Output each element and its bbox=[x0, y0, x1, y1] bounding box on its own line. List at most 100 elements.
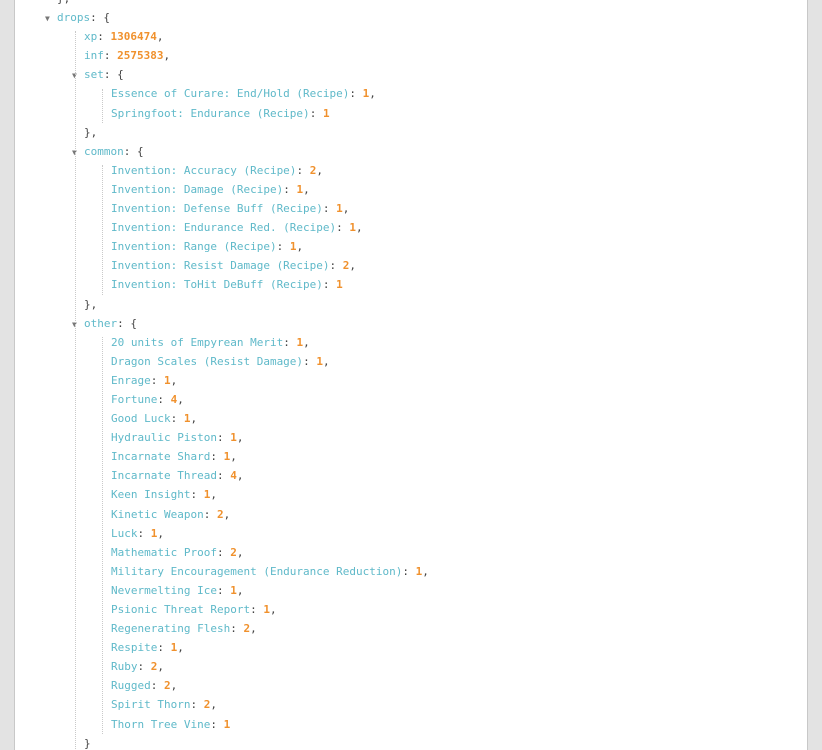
list-item: Mathematic Proof: 2, bbox=[15, 543, 429, 562]
indent-guide bbox=[102, 164, 103, 295]
list-item: Thorn Tree Vine: 1 bbox=[15, 715, 429, 734]
item-value: 1 bbox=[230, 583, 237, 597]
item-value: 2 bbox=[216, 507, 224, 521]
field-line: xp: 1306474, bbox=[15, 27, 429, 46]
item-key: Keen Insight bbox=[111, 488, 191, 502]
punctuation: : bbox=[216, 431, 231, 445]
punctuation: , bbox=[316, 163, 323, 177]
list-item: Invention: Accuracy (Recipe): 2, bbox=[15, 161, 429, 180]
list-item: 20 units of Empyrean Merit: 1, bbox=[15, 333, 429, 352]
item-value: 1 bbox=[415, 564, 423, 578]
indent-guide bbox=[75, 31, 76, 750]
punctuation: : bbox=[97, 30, 111, 44]
item-value: 4 bbox=[170, 392, 178, 406]
list-item: Keen Insight: 1, bbox=[15, 485, 429, 504]
punctuation: , bbox=[170, 679, 178, 693]
punctuation: : bbox=[230, 622, 244, 636]
list-item: Regenerating Flesh: 2, bbox=[15, 619, 429, 638]
item-key: Invention: ToHit DeBuff (Recipe) bbox=[111, 278, 323, 292]
item-key: Invention: Accuracy (Recipe) bbox=[111, 163, 297, 177]
closing-brace: }, bbox=[57, 0, 70, 5]
triangle-down-icon[interactable]: ▼ bbox=[45, 14, 50, 24]
item-key: Thorn Tree Vine bbox=[111, 717, 211, 731]
punctuation: , bbox=[269, 603, 277, 616]
punctuation: : bbox=[137, 660, 151, 674]
item-key: Nevermelting Ice bbox=[111, 583, 217, 597]
punctuation: : bbox=[157, 641, 171, 655]
item-value: 1 bbox=[170, 641, 178, 655]
item-value: 2 bbox=[243, 622, 251, 636]
punctuation: : bbox=[276, 240, 290, 254]
item-key: Fortune bbox=[111, 392, 158, 406]
triangle-down-icon[interactable]: ▼ bbox=[72, 319, 77, 329]
punctuation: : { bbox=[117, 316, 137, 330]
punctuation: : bbox=[296, 163, 310, 177]
item-value: 1 bbox=[336, 202, 343, 216]
list-item: Invention: ToHit DeBuff (Recipe): 1 bbox=[15, 275, 429, 294]
list-item: Springfoot: Endurance (Recipe): 1 bbox=[15, 104, 429, 123]
punctuation: : bbox=[150, 679, 164, 693]
item-key: Enrage bbox=[111, 373, 151, 387]
indent-guide bbox=[102, 336, 103, 734]
list-item: Invention: Range (Recipe): 1, bbox=[15, 237, 429, 256]
punctuation: , bbox=[422, 564, 429, 578]
item-key: Military Encouragement (Endurance Reduct… bbox=[111, 564, 403, 578]
item-key: Dragon Scales (Resist Damage) bbox=[111, 354, 304, 368]
punctuation: , bbox=[210, 698, 217, 712]
punctuation: : bbox=[103, 49, 118, 63]
item-value: 1 bbox=[183, 412, 191, 426]
item-value: 1 bbox=[289, 240, 297, 254]
punctuation: : bbox=[250, 603, 264, 616]
punctuation: , bbox=[349, 259, 357, 273]
punctuation: , bbox=[296, 240, 304, 254]
item-value: 1 bbox=[296, 182, 304, 196]
list-item: Good Luck: 1, bbox=[15, 409, 429, 428]
object-key: drops bbox=[57, 11, 91, 25]
item-value: 1 bbox=[150, 526, 158, 540]
item-value: 1 bbox=[223, 450, 231, 464]
closing-brace: }, bbox=[84, 125, 98, 139]
item-value: 2 bbox=[164, 679, 171, 693]
punctuation: : bbox=[157, 392, 171, 406]
list-item: Dragon Scales (Resist Damage): 1, bbox=[15, 352, 429, 371]
triangle-down-icon[interactable]: ▼ bbox=[72, 71, 77, 81]
item-value: 1 bbox=[230, 431, 237, 445]
punctuation: : bbox=[322, 278, 337, 292]
item-value: 1 bbox=[263, 603, 270, 616]
punctuation: : bbox=[190, 488, 204, 502]
punctuation: : { bbox=[123, 144, 144, 158]
drops-line: ▼drops: { bbox=[15, 8, 429, 27]
item-value: 1 bbox=[164, 373, 171, 387]
indent-guide bbox=[102, 88, 103, 123]
punctuation: : bbox=[137, 526, 151, 540]
item-value: 1 bbox=[349, 221, 357, 235]
punctuation: : bbox=[336, 221, 350, 235]
punctuation: : bbox=[190, 698, 204, 712]
item-value: 1 bbox=[336, 278, 343, 292]
punctuation: , bbox=[356, 221, 363, 235]
punctuation: , bbox=[236, 469, 244, 483]
punctuation: , bbox=[157, 526, 164, 540]
punctuation: : bbox=[322, 202, 337, 216]
field-value: 2575383 bbox=[117, 49, 164, 63]
item-key: Invention: Damage (Recipe) bbox=[111, 182, 284, 196]
item-key: Ruby bbox=[111, 660, 138, 674]
item-value: 4 bbox=[230, 469, 237, 483]
list-item: Military Encouragement (Endurance Reduct… bbox=[15, 562, 429, 581]
list-item: Hydraulic Piston: 1, bbox=[15, 428, 429, 447]
list-item: Invention: Resist Damage (Recipe): 2, bbox=[15, 256, 429, 275]
section-key: other bbox=[84, 316, 118, 330]
list-item: Fortune: 4, bbox=[15, 390, 429, 409]
field-value: 1306474 bbox=[110, 30, 157, 44]
item-key: Invention: Defense Buff (Recipe) bbox=[111, 202, 323, 216]
item-value: 2 bbox=[342, 259, 350, 273]
item-value: 2 bbox=[309, 163, 317, 177]
triangle-down-icon[interactable]: ▼ bbox=[72, 147, 77, 157]
punctuation: , bbox=[177, 641, 184, 655]
list-item: Invention: Damage (Recipe): 1, bbox=[15, 180, 429, 199]
punctuation: , bbox=[223, 507, 231, 521]
list-item: Spirit Thorn: 2, bbox=[15, 695, 429, 714]
punctuation: , bbox=[369, 87, 376, 101]
punctuation: , bbox=[236, 583, 244, 597]
json-tree: },▼drops: {xp: 1306474,inf: 2575383,▼set… bbox=[15, 0, 429, 750]
